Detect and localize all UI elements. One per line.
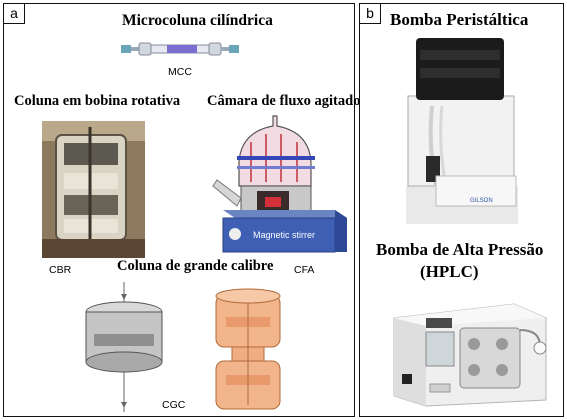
stirred-flow-chamber-diagram: Magnetic stirrer [212, 115, 347, 253]
hplc-pump-title-line2: (HPLC) [420, 262, 479, 281]
hplc-pump-title-line1: Bomba de Alta Pressão [376, 240, 544, 259]
cfa-title: Câmara de fluxo agitado [207, 93, 361, 109]
hplc-pump-photo [393, 303, 547, 407]
peristaltic-pump-photo: GILSON [406, 38, 518, 224]
cbr-label: CBR [49, 264, 72, 276]
panel-b-tag: b [359, 3, 381, 24]
mcc-title: Microcoluna cilíndrica [122, 12, 273, 29]
wide-bore-column-3d-model [215, 288, 281, 410]
panel-a-tag: a [3, 3, 25, 24]
magnetic-stirrer-text: Magnetic stirrer [253, 230, 315, 240]
panel-a: a Microcoluna cilíndrica MCC Coluna em b… [3, 3, 360, 417]
panel-b: b Bomba Peristáltica GILSON Bomba de Alt… [359, 3, 564, 417]
cfa-label: CFA [294, 264, 315, 276]
cgc-label: CGC [162, 399, 186, 411]
peristaltic-pump-title: Bomba Peristáltica [390, 10, 529, 29]
mcc-label: MCC [168, 66, 192, 78]
cgc-title: Coluna de grande calibre [117, 258, 274, 274]
rotating-coil-column-photo [42, 121, 145, 258]
wide-bore-column-drawing [85, 282, 163, 412]
gilson-brand-text: GILSON [470, 198, 493, 204]
cbr-title: Coluna em bobina rotativa [14, 93, 181, 109]
microcolumn-image [121, 42, 239, 56]
